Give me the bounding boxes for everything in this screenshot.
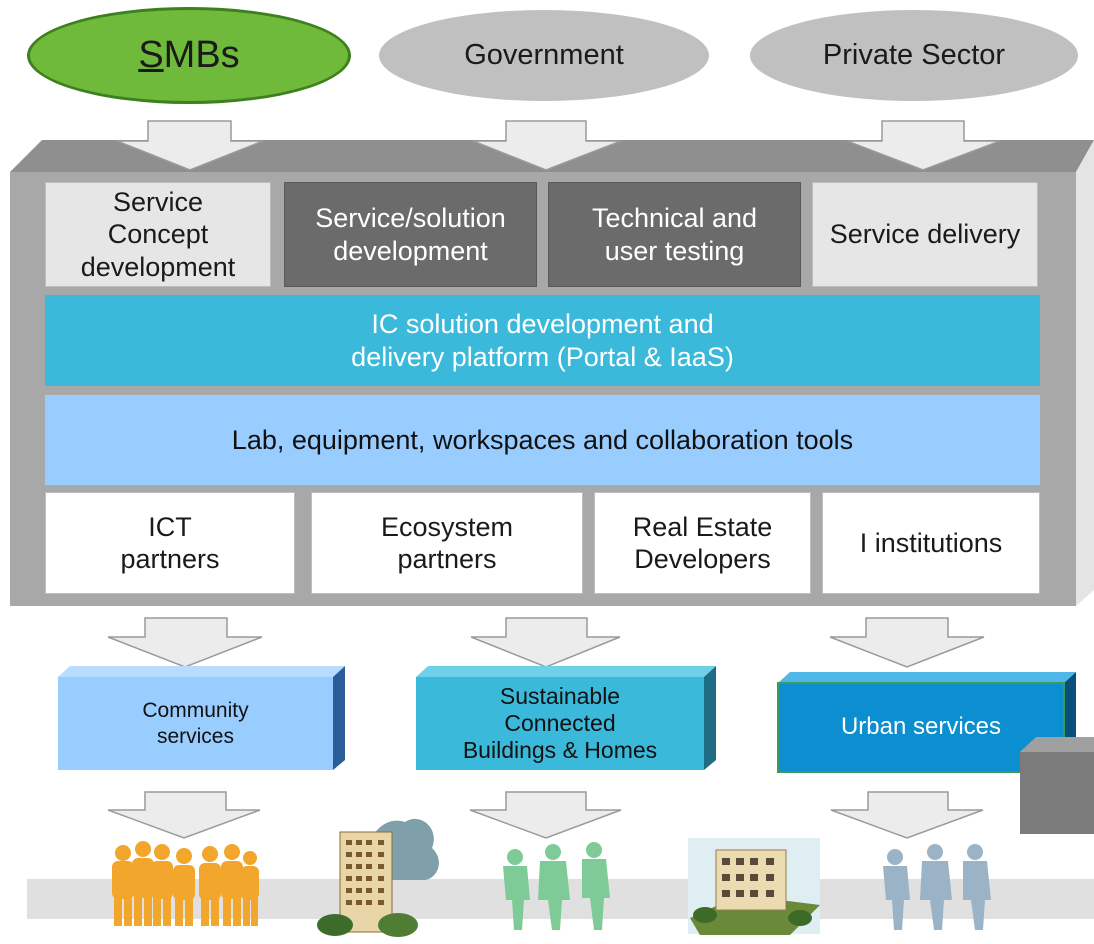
platform-right-face (1076, 140, 1094, 606)
stakeholder-government-label: Government (464, 39, 624, 71)
partner-real-estate: Real Estate Developers (594, 492, 811, 594)
stakeholder-private-sector: Private Sector (750, 10, 1078, 101)
step-service-delivery: Service delivery (812, 182, 1038, 287)
partner-ict: ICT partners (45, 492, 295, 594)
outcome-community-services: Community services (142, 699, 249, 748)
step-service-concept: Service Concept development (45, 182, 271, 287)
stakeholder-government: Government (379, 10, 709, 101)
partner-ecosystem: Ecosystem partners (311, 492, 583, 594)
stakeholder-private-sector-label: Private Sector (822, 39, 1006, 71)
stakeholder-smbs-label: SMBs (138, 34, 240, 76)
partner-institutions: I institutions (822, 492, 1040, 594)
lab-band: Lab, equipment, workspaces and collabora… (45, 395, 1040, 485)
ic-platform-band: IC solution development and delivery pla… (45, 295, 1040, 386)
step-testing: Technical and user testing (548, 182, 801, 287)
outcome-urban-services: Urban services (840, 713, 1002, 741)
step-solution-development: Service/solution development (284, 182, 537, 287)
outcome-sustainable-buildings: Sustainable Connected Buildings & Homes (462, 682, 658, 764)
stakeholder-smbs: SMBs (27, 7, 351, 104)
